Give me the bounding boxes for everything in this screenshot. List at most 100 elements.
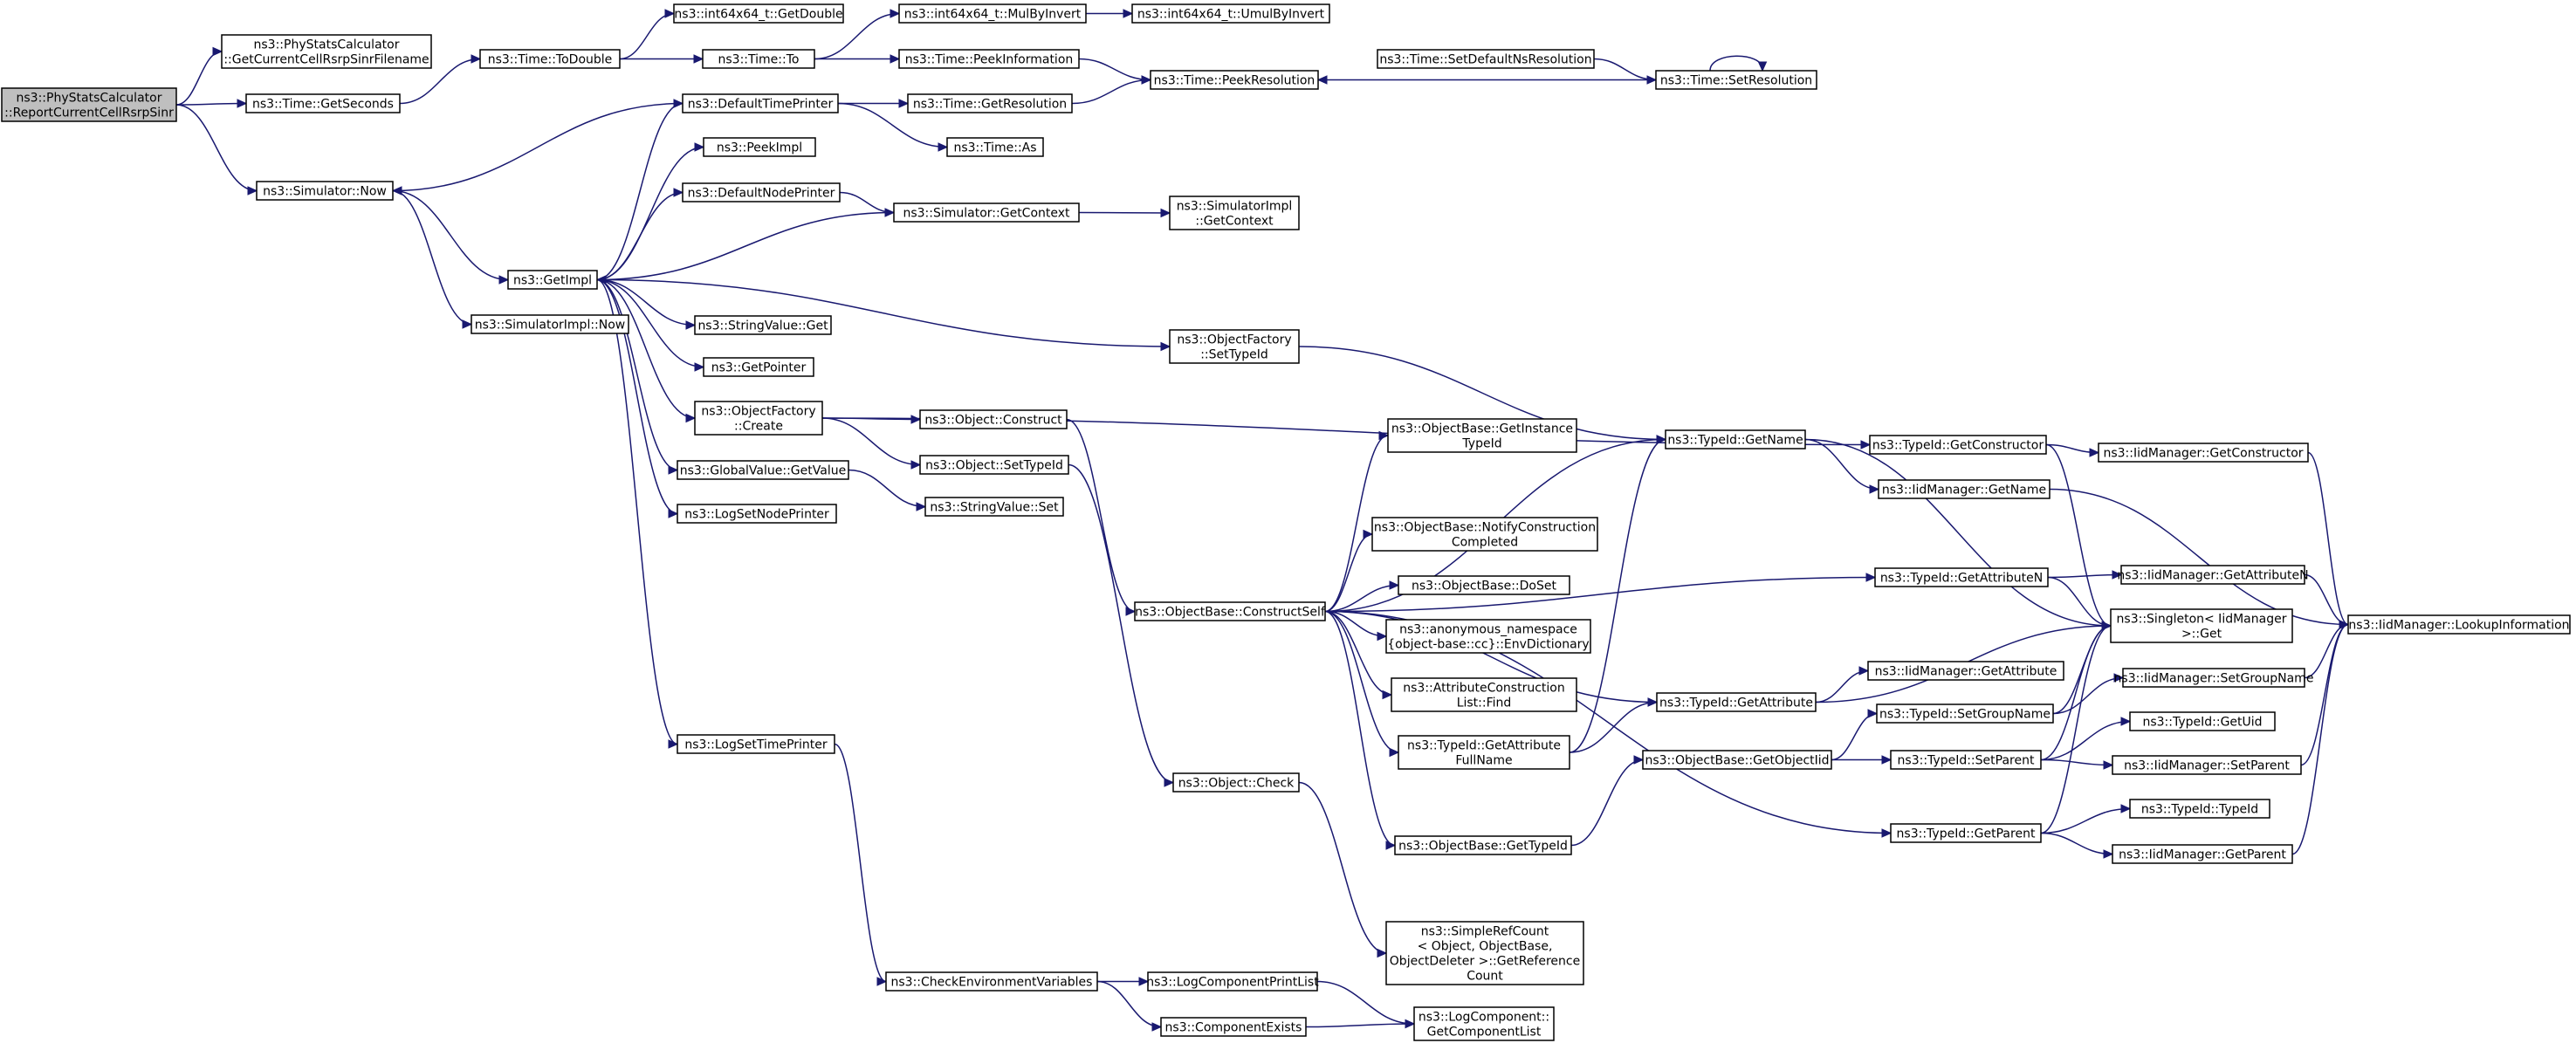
- graph-node[interactable]: ns3::Singleton< IidManager>::Get: [2110, 608, 2293, 643]
- graph-node[interactable]: ns3::ObjectFactory::SetTypeId: [1169, 329, 1300, 364]
- graph-node[interactable]: ns3::IidManager::LookupInformation: [2347, 614, 2571, 635]
- call-edge-arrowhead: [1151, 1022, 1163, 1032]
- graph-node-box: [256, 181, 394, 201]
- graph-node[interactable]: ns3::DefaultTimePrinter: [682, 93, 839, 113]
- graph-node[interactable]: ns3::DefaultNodePrinter: [682, 182, 841, 202]
- graph-node[interactable]: ns3::Time::ToDouble: [479, 49, 621, 69]
- graph-node[interactable]: ns3::Time::PeekResolution: [1150, 70, 1319, 90]
- graph-node[interactable]: ns3::LogComponent::GetComponentList: [1413, 1006, 1555, 1041]
- graph-node[interactable]: ns3::TypeId::GetAttribute: [1656, 692, 1817, 712]
- graph-node[interactable]: ns3::ComponentExists: [1160, 1017, 1307, 1037]
- graph-node[interactable]: ns3::TypeId::GetUid: [2129, 711, 2276, 731]
- graph-node[interactable]: ns3::IidManager::GetAttribute: [1867, 661, 2064, 681]
- graph-node[interactable]: ns3::GlobalValue::GetValue: [677, 460, 849, 480]
- graph-node[interactable]: ns3::ObjectBase::GetObjectIid: [1642, 750, 1832, 770]
- graph-node-box: [1890, 823, 2042, 843]
- call-edge: [2040, 621, 2112, 761]
- graph-node[interactable]: ns3::TypeId::GetAttributeN: [1874, 567, 2049, 587]
- call-edge: [1324, 610, 1400, 758]
- graph-node[interactable]: ns3::IidManager::GetConstructor: [2098, 443, 2309, 463]
- graph-node[interactable]: ns3::IidManager::GetAttributeN: [2117, 565, 2309, 585]
- graph-node[interactable]: ns3::Time::GetSeconds: [245, 93, 401, 113]
- graph-node[interactable]: ns3::TypeId::SetGroupName: [1876, 703, 2054, 724]
- graph-node[interactable]: ns3::Simulator::Now: [256, 181, 394, 201]
- graph-node[interactable]: ns3::LogSetTimePrinter: [677, 734, 835, 754]
- call-edge-arrowhead: [1125, 607, 1137, 616]
- call-edge-line: [2040, 625, 2112, 761]
- graph-node[interactable]: ns3::IidManager::GetParent: [2112, 844, 2293, 864]
- graph-node[interactable]: ns3::int64x64_t::UmulByInvert: [1131, 3, 1330, 24]
- graph-node[interactable]: ns3::Time::To: [702, 49, 815, 69]
- graph-node[interactable]: ns3::anonymous_namespace{object-base::cc…: [1385, 619, 1591, 654]
- graph-node[interactable]: ns3::StringValue::Set: [924, 497, 1064, 517]
- call-edge: [1305, 1019, 1416, 1029]
- call-edge: [821, 417, 922, 470]
- graph-node[interactable]: ns3::Time::SetDefaultNsResolution: [1377, 49, 1595, 69]
- call-edge-line: [175, 51, 223, 106]
- graph-node-box: [2112, 755, 2302, 775]
- graph-node-label: ns3::Time::ToDouble: [488, 53, 613, 67]
- call-edge-arrowhead: [391, 186, 402, 196]
- graph-node[interactable]: ns3::GetImpl: [507, 270, 598, 290]
- graph-node[interactable]: ns3::Object::Check: [1172, 772, 1300, 793]
- call-edge-arrowhead: [910, 415, 922, 424]
- call-edge-line: [1804, 438, 2112, 627]
- graph-node[interactable]: ns3::SimulatorImpl::GetContext: [1169, 196, 1300, 230]
- graph-node[interactable]: ns3::TypeId::SetParent: [1890, 750, 2042, 770]
- graph-node-label: ns3::GetPointer: [711, 361, 807, 375]
- call-edge-arrowhead: [685, 413, 697, 423]
- graph-node[interactable]: ns3::CheckEnvironmentVariables: [885, 971, 1098, 992]
- graph-node[interactable]: ns3::ObjectBase::ConstructSelf: [1134, 601, 1326, 621]
- graph-node[interactable]: ns3::ObjectBase::NotifyConstructionCompl…: [1371, 517, 1598, 552]
- graph-node-label: ns3::Simulator::GetContext: [903, 207, 1070, 221]
- call-edge-arrowhead: [462, 319, 473, 329]
- graph-node-label: ns3::GetImpl: [513, 274, 592, 288]
- graph-node-box: [2122, 668, 2305, 688]
- call-edge-arrowhead: [2103, 760, 2114, 770]
- graph-node[interactable]: ns3::Time::As: [946, 137, 1044, 157]
- graph-node[interactable]: ns3::ObjectFactory::Create: [694, 401, 823, 436]
- graph-node[interactable]: ns3::IidManager::SetParent: [2112, 755, 2302, 775]
- graph-node-label: Count: [1467, 970, 1503, 984]
- graph-node[interactable]: ns3::Time::GetResolution: [907, 93, 1073, 113]
- graph-node-box: [1385, 921, 1584, 985]
- graph-node[interactable]: ns3::Simulator::GetContext: [893, 202, 1080, 223]
- graph-node-box: [1890, 750, 2042, 770]
- graph-node[interactable]: ns3::int64x64_t::MulByInvert: [898, 3, 1087, 24]
- graph-node[interactable]: ns3::int64x64_t::GetDouble: [673, 3, 844, 24]
- call-edge-arrowhead: [910, 460, 922, 470]
- graph-node[interactable]: ns3::ObjectBase::GetTypeId: [1394, 835, 1572, 855]
- graph-node[interactable]: ns3::TypeId::GetName: [1665, 429, 1806, 450]
- graph-node[interactable]: ns3::IidManager::SetGroupName: [2114, 668, 2314, 688]
- call-edge-arrowhead: [694, 362, 705, 372]
- graph-node[interactable]: ns3::PeekImpl: [703, 137, 816, 157]
- graph-node-box: [471, 314, 629, 334]
- graph-node-label: ns3::StringValue::Set: [930, 501, 1059, 515]
- graph-node[interactable]: ns3::IidManager::GetName: [1878, 479, 2050, 499]
- graph-node[interactable]: ns3::LogSetNodePrinter: [677, 504, 837, 524]
- graph-node[interactable]: ns3::GetPointer: [703, 357, 814, 377]
- graph-node[interactable]: ns3::TypeId::GetConstructor: [1869, 435, 2047, 455]
- graph-node[interactable]: ns3::TypeId::GetParent: [1890, 823, 2042, 843]
- graph-node-label: ns3::Time::PeekResolution: [1154, 74, 1315, 88]
- graph-node[interactable]: ns3::Time::PeekInformation: [898, 49, 1080, 69]
- graph-node-label: ns3::IidManager::LookupInformation: [2348, 619, 2569, 633]
- graph-node[interactable]: ns3::PhyStatsCalculator::GetCurrentCellR…: [221, 34, 432, 69]
- graph-node-label: ns3::int64x64_t::UmulByInvert: [1137, 8, 1325, 22]
- call-edge: [1804, 438, 1880, 494]
- graph-node-label: ns3::Time::SetResolution: [1660, 74, 1812, 88]
- graph-node[interactable]: ns3::Object::Construct: [919, 409, 1068, 429]
- graph-node[interactable]: ns3::Time::SetResolution: [1655, 70, 1817, 90]
- graph-node[interactable]: ns3::SimulatorImpl::Now: [471, 314, 629, 334]
- graph-node-label: ns3::TypeId::SetGroupName: [1879, 708, 2050, 722]
- graph-node[interactable]: ns3::TypeId::TypeId: [2129, 799, 2270, 819]
- graph-node[interactable]: ns3::SimpleRefCount< Object, ObjectBase,…: [1385, 921, 1584, 985]
- graph-node[interactable]: ns3::ObjectBase::DoSet: [1398, 575, 1570, 595]
- graph-node[interactable]: ns3::LogComponentPrintList: [1146, 971, 1319, 992]
- graph-node-label: ns3::ObjectBase::GetObjectIid: [1645, 754, 1829, 768]
- graph-node[interactable]: ns3::Object::SetTypeId: [919, 455, 1069, 475]
- graph-node[interactable]: ns3::StringValue::Get: [694, 315, 832, 335]
